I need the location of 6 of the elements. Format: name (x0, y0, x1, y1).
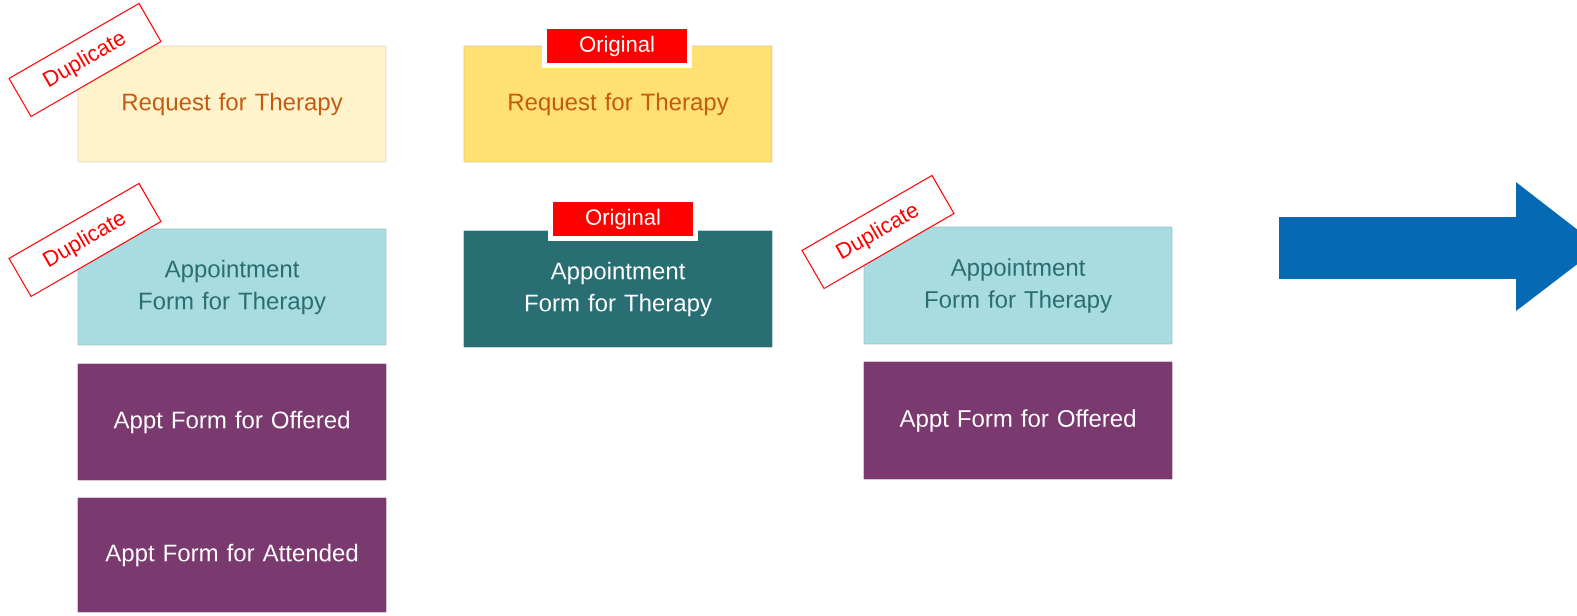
form-box: Appt Form for Offered (863, 361, 1173, 480)
form-box: Appointment Form for Therapy (463, 230, 773, 348)
form-box: Appt Form for Offered (77, 363, 387, 481)
stamp: Original (548, 197, 698, 241)
form-box: Appt Form for Attended (77, 497, 387, 613)
stamp: Original (542, 24, 692, 68)
